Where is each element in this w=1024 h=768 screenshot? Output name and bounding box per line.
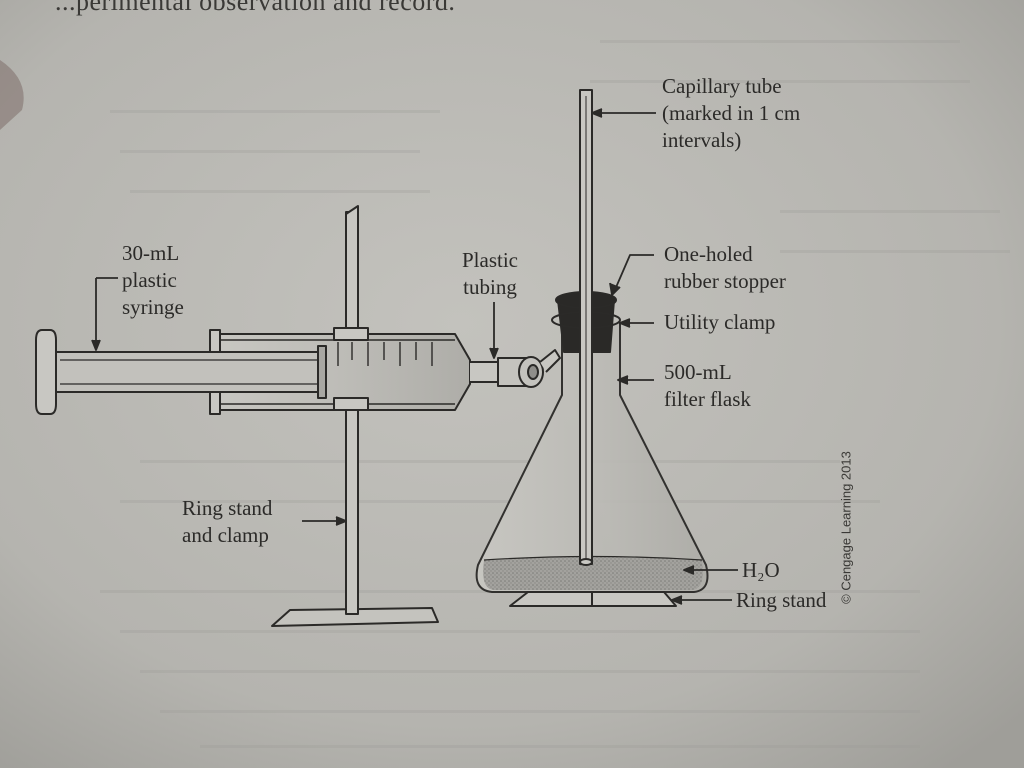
label-capillary-line-1: Capillary tube bbox=[662, 74, 782, 98]
flask-side-arm bbox=[539, 349, 561, 373]
label-filter-flask: 500-mL filter flask bbox=[664, 359, 751, 413]
ring-stand-base bbox=[271, 607, 439, 627]
syringe-plunger bbox=[51, 351, 323, 393]
label-ringstand-clamp-line-1: Ring stand bbox=[182, 496, 273, 520]
header-fragment: ...perimental observation and record. bbox=[55, 0, 456, 16]
label-tubing-line-2: tubing bbox=[463, 275, 517, 299]
label-stopper-line-2: rubber stopper bbox=[664, 269, 786, 293]
label-ringstand-clamp-line-2: and clamp bbox=[182, 523, 269, 547]
label-capillary-line-2: (marked in 1 cm bbox=[662, 101, 801, 125]
corner-shadow bbox=[0, 60, 24, 130]
label-syringe-line-2: plastic bbox=[122, 268, 177, 292]
copyright-notice: © Cengage Learning 2013 bbox=[838, 451, 854, 604]
label-clamp-line-1: Utility clamp bbox=[664, 310, 776, 334]
syringe-nozzle bbox=[470, 361, 501, 383]
label-rubber-stopper: One-holed rubber stopper bbox=[664, 241, 786, 295]
label-flask-line-1: 500-mL bbox=[664, 360, 732, 384]
label-ring-stand: Ring stand bbox=[736, 588, 827, 612]
label-utility-clamp: Utility clamp bbox=[664, 309, 775, 336]
label-stopper-line-1: One-holed bbox=[664, 242, 753, 266]
label-flask-line-2: filter flask bbox=[664, 387, 751, 411]
label-plastic-tubing: Plastic tubing bbox=[462, 247, 518, 301]
label-capillary-line-3: intervals) bbox=[662, 128, 742, 152]
syringe-graduations bbox=[337, 342, 433, 366]
callout-lines bbox=[91, 108, 738, 605]
syringe-thumb-rest bbox=[35, 329, 57, 415]
upper-clamp bbox=[333, 327, 369, 341]
lower-clamp bbox=[333, 397, 369, 411]
label-ring-stand-and-clamp: Ring stand and clamp bbox=[182, 495, 272, 549]
label-capillary-tube: Capillary tube (marked in 1 cm intervals… bbox=[662, 73, 800, 154]
label-tubing-line-1: Plastic bbox=[462, 248, 518, 272]
label-water: H₂O bbox=[742, 558, 780, 582]
ring-stand-rod bbox=[345, 211, 359, 615]
water bbox=[483, 556, 703, 590]
label-syringe-line-3: syringe bbox=[122, 295, 184, 319]
label-syringe-line-1: 30-mL bbox=[122, 241, 180, 265]
label-syringe: 30-mL plastic syringe bbox=[122, 240, 184, 321]
